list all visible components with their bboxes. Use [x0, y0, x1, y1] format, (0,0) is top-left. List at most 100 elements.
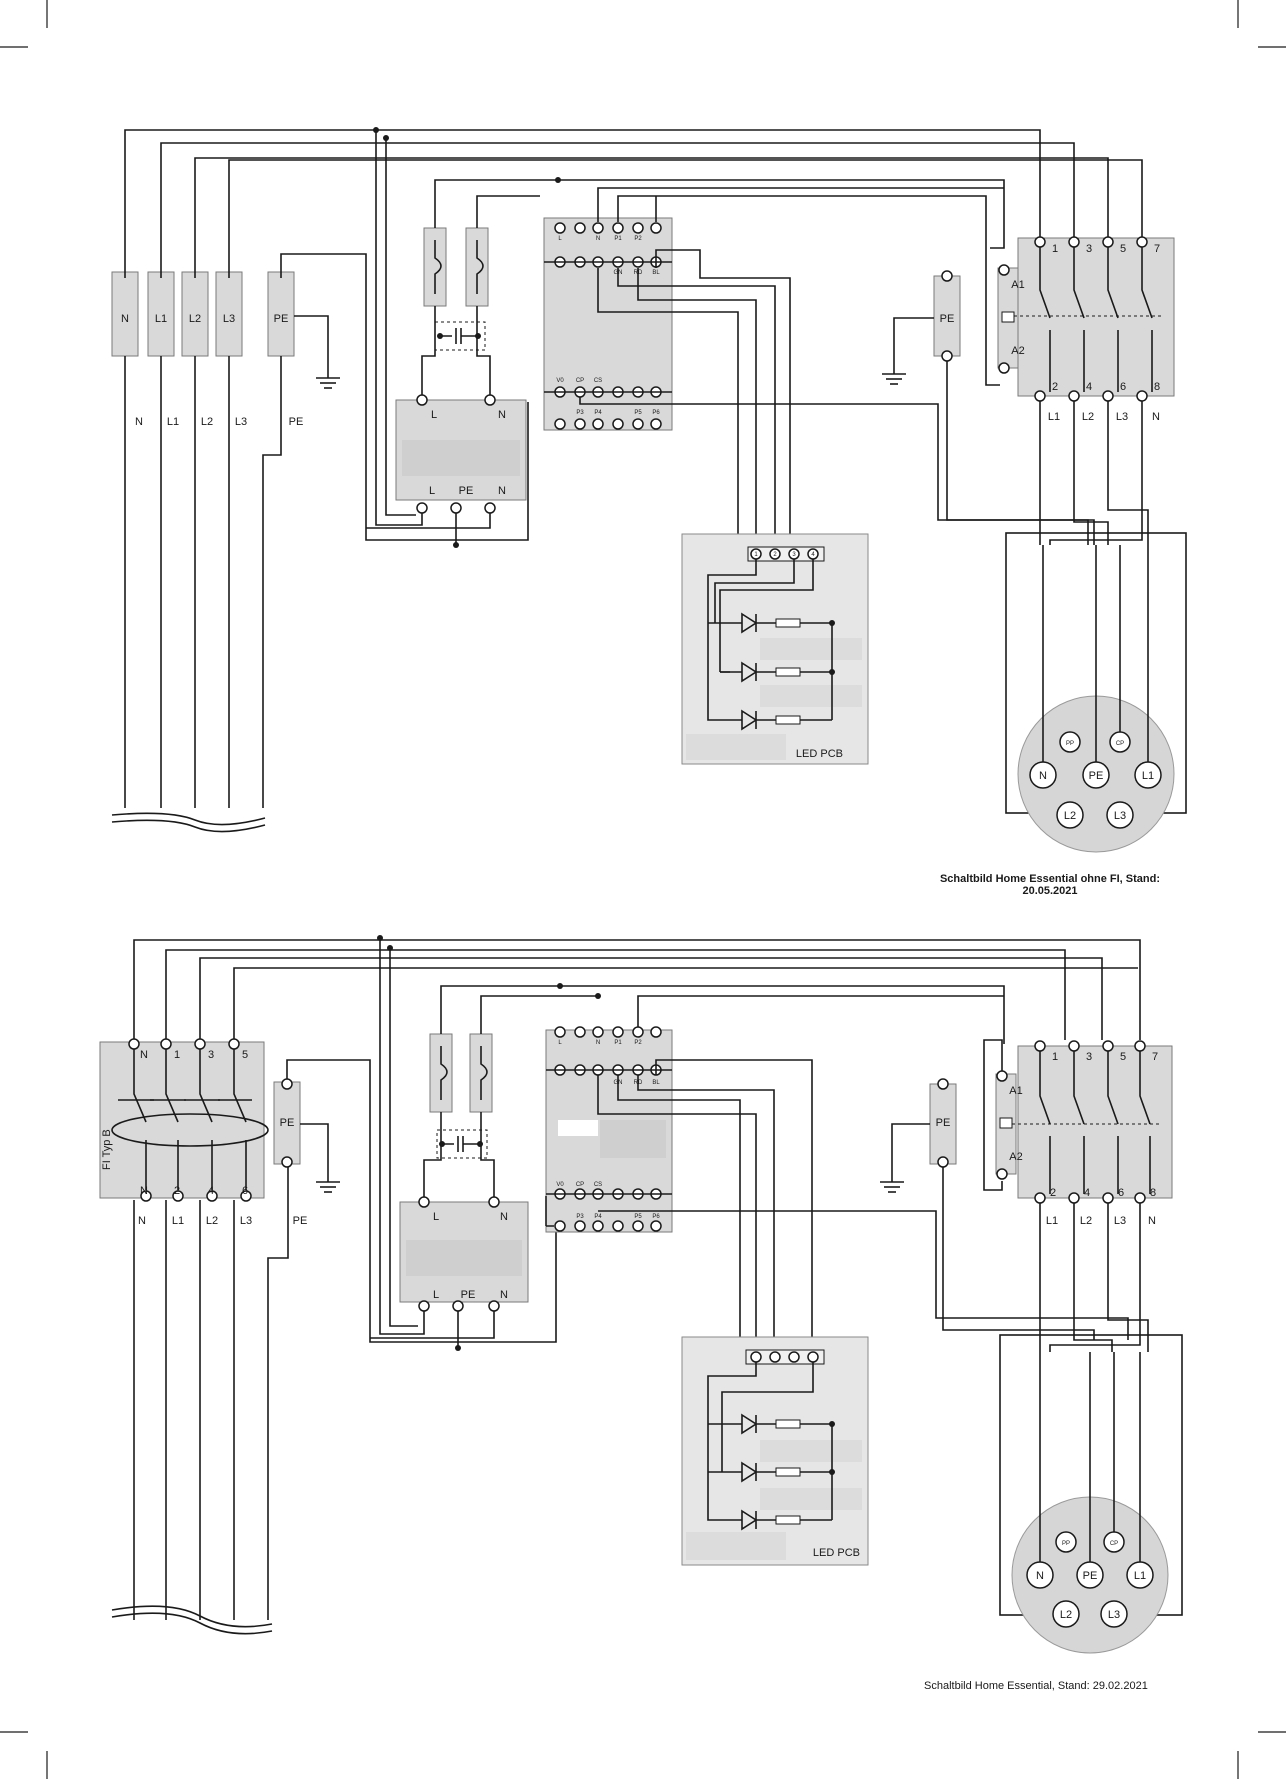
wire-n: [124, 129, 1041, 278]
svg-text:N: N: [498, 409, 506, 421]
svg-text:P1: P1: [614, 236, 622, 242]
svg-text:L3: L3: [1116, 411, 1128, 423]
svg-text:N: N: [1152, 411, 1160, 423]
svg-text:L2: L2: [1080, 1215, 1092, 1227]
led-pcb-2: LED PCB: [681, 1336, 869, 1566]
svg-text:L1: L1: [1142, 770, 1154, 782]
svg-text:LED PCB: LED PCB: [813, 1547, 860, 1559]
terminal-label: N: [121, 313, 129, 325]
svg-text:N: N: [135, 416, 143, 428]
svg-text:V0: V0: [556, 378, 564, 384]
svg-text:P2: P2: [634, 1040, 642, 1046]
svg-text:PE: PE: [461, 1289, 476, 1301]
svg-text:3: 3: [1086, 243, 1092, 255]
svg-text:PE: PE: [1089, 770, 1104, 782]
wire-pe-top: [280, 253, 529, 541]
svg-text:4: 4: [1084, 1187, 1090, 1199]
charging-socket-2: PP CP N PE L1 L2 L3: [999, 1334, 1183, 1654]
terminal-l2: [181, 271, 209, 357]
svg-text:1: 1: [174, 1049, 180, 1061]
svg-text:L: L: [433, 1211, 439, 1223]
svg-text:A2: A2: [1011, 345, 1024, 357]
svg-text:N: N: [1148, 1215, 1156, 1227]
svg-text:N: N: [596, 236, 600, 242]
terminal-pe: [267, 271, 295, 357]
svg-text:8: 8: [1154, 381, 1160, 393]
svg-text:L: L: [429, 485, 435, 497]
svg-text:L3: L3: [1114, 810, 1126, 822]
svg-text:A2: A2: [1009, 1151, 1022, 1163]
svg-text:P3: P3: [576, 410, 584, 416]
svg-text:L1: L1: [172, 1215, 184, 1227]
svg-text:5: 5: [242, 1049, 248, 1061]
svg-text:PE: PE: [293, 1215, 308, 1227]
svg-text:PE: PE: [289, 416, 304, 428]
svg-text:L2: L2: [1060, 1609, 1072, 1621]
svg-text:N: N: [140, 1049, 148, 1061]
svg-text:3: 3: [208, 1049, 214, 1061]
svg-text:N: N: [500, 1211, 508, 1223]
feed-wire-labels-2: N L1 L2 L3 PE: [138, 1215, 307, 1227]
svg-text:L3: L3: [1108, 1609, 1120, 1621]
wire-l3: [228, 159, 1143, 278]
controller-module: L N P1 P2 GN RD BL V0 CP CS P3: [543, 217, 673, 431]
diagram-2: FI Typ B N 1 3 5 N 2 4 6 N L1 L2: [99, 935, 1183, 1654]
svg-text:L1: L1: [1048, 411, 1060, 423]
svg-text:A1: A1: [1009, 1085, 1022, 1097]
svg-text:L1: L1: [167, 416, 179, 428]
diagram-1-caption: Schaltbild Home Essential ohne FI, Stand…: [930, 873, 1170, 897]
svg-text:2: 2: [1052, 381, 1058, 393]
svg-text:P1: P1: [614, 1040, 622, 1046]
svg-text:PE: PE: [936, 1117, 951, 1129]
svg-text:4: 4: [811, 552, 815, 558]
contactor-top: 1 3 5 7: [1034, 236, 1160, 255]
svg-text:P6: P6: [652, 1214, 660, 1220]
svg-text:6: 6: [1118, 1187, 1124, 1199]
svg-text:L: L: [558, 236, 562, 242]
svg-text:L1: L1: [1134, 1570, 1146, 1582]
svg-text:L1: L1: [1046, 1215, 1058, 1227]
svg-text:BL: BL: [652, 270, 660, 276]
svg-text:2: 2: [1050, 1187, 1056, 1199]
svg-text:P6: P6: [652, 410, 660, 416]
terminal-label: PE: [274, 313, 289, 325]
terminal-label: L1: [155, 313, 167, 325]
charging-socket: PP CP N PE L1 L2 L3: [1005, 532, 1187, 853]
svg-text:L3: L3: [240, 1215, 252, 1227]
capacitor: [440, 328, 478, 344]
svg-text:PE: PE: [1083, 1570, 1098, 1582]
terminal-label: L2: [189, 313, 201, 325]
terminal-n: [111, 271, 139, 357]
svg-text:8: 8: [1150, 1187, 1156, 1199]
controller-top-terminals: L N P1 P2: [554, 222, 662, 242]
power-supply: L N L PE N: [395, 394, 527, 514]
svg-text:PE: PE: [940, 313, 955, 325]
svg-text:N: N: [500, 1289, 508, 1301]
cable-break: [111, 812, 266, 826]
caption-line-1: Schaltbild Home Essential ohne FI, Stand…: [939, 873, 1161, 885]
caption-text: Schaltbild Home Essential, Stand: 29.02.…: [924, 1680, 1148, 1692]
svg-text:PE: PE: [280, 1117, 295, 1129]
svg-text:PP: PP: [1066, 741, 1074, 747]
svg-text:3: 3: [792, 552, 796, 558]
svg-text:P5: P5: [634, 410, 642, 416]
svg-text:4: 4: [208, 1185, 214, 1197]
svg-text:LED PCB: LED PCB: [796, 748, 843, 760]
svg-text:5: 5: [1120, 243, 1126, 255]
cable-pe: [262, 356, 282, 808]
svg-text:P3: P3: [576, 1214, 584, 1220]
svg-text:L: L: [431, 409, 437, 421]
svg-text:N: N: [498, 485, 506, 497]
svg-text:CS: CS: [594, 378, 602, 384]
svg-text:L3: L3: [1114, 1215, 1126, 1227]
power-supply-2: L N L PE N: [399, 1196, 529, 1312]
svg-text:L2: L2: [201, 416, 213, 428]
svg-text:1: 1: [1052, 1051, 1058, 1063]
wire-pe-ground: [294, 315, 329, 378]
controller-module-2: L N P1 P2 GN RD BL V0 CP CS P3 P4 P5 P6: [545, 1026, 673, 1233]
contactor: A1 A2 1 3 5 7 2 4 6 8 L1: [997, 236, 1175, 423]
svg-text:L2: L2: [206, 1215, 218, 1227]
